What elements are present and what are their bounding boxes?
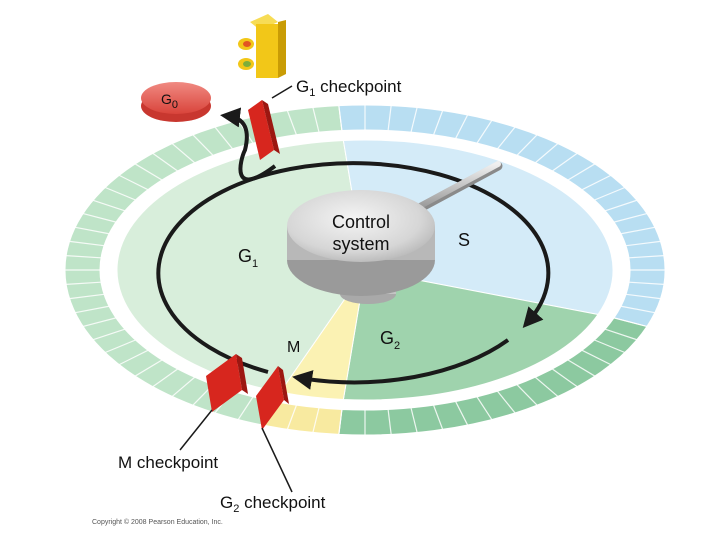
ring-tick <box>286 405 297 430</box>
ring-tick <box>620 305 655 314</box>
m-checkpoint-leader <box>179 409 213 451</box>
ring-tick <box>455 114 469 139</box>
ring-tick <box>581 349 612 366</box>
ring-tick <box>433 110 444 135</box>
ring-tick <box>534 376 559 397</box>
ring-tick <box>613 212 648 223</box>
ring-tick <box>92 328 126 341</box>
control-system-knob: Control system <box>287 190 435 304</box>
ring-tick <box>516 384 538 406</box>
g1-phase-label: G1 <box>238 246 258 270</box>
m-phase-label: M <box>287 339 300 356</box>
traffic-light-icon <box>238 14 286 78</box>
ring-tick <box>338 409 343 435</box>
ring-tick <box>134 163 163 181</box>
ring-tick <box>387 409 392 435</box>
g2-checkpoint-barrier <box>256 366 289 430</box>
ring-tick <box>75 305 110 314</box>
ring-tick <box>69 293 105 300</box>
ring-tick <box>410 407 418 433</box>
g2-checkpoint-leader <box>261 427 293 493</box>
ring-tick <box>625 293 661 300</box>
ring-tick <box>476 120 493 144</box>
ring-tick <box>152 368 178 388</box>
ring-tick <box>237 396 254 420</box>
control-system-label-line1: Control <box>332 212 390 232</box>
ring-segment-ticks <box>65 105 665 435</box>
g0-exit-arrow <box>220 107 277 182</box>
ring-tick <box>118 174 149 191</box>
ring-tick <box>82 212 117 223</box>
g2-checkpoint-label: G2 checkpoint <box>220 493 326 515</box>
ring-tick <box>534 143 559 164</box>
ring-tick <box>387 105 392 131</box>
ring-tick <box>594 339 626 354</box>
ring-tick <box>594 186 626 201</box>
ring-tick <box>581 174 612 191</box>
ring-tick <box>66 255 102 259</box>
ring-tick <box>118 349 149 366</box>
m-to-g1-arrow <box>292 338 510 390</box>
ring-tick <box>552 368 578 388</box>
ring-tick <box>338 105 343 131</box>
ring-tick <box>628 255 664 259</box>
ring-tick <box>92 199 126 212</box>
cell-cycle-arrow <box>156 161 551 374</box>
ring-tick <box>69 240 105 247</box>
ring-tick <box>455 401 469 426</box>
ring-tick <box>628 281 664 285</box>
ring-tick <box>66 281 102 285</box>
ring-tick <box>604 328 638 341</box>
ring-tick <box>104 186 136 201</box>
g1-checkpoint-leader <box>271 85 293 99</box>
control-system-label-line2: system <box>332 234 389 254</box>
ring-tick <box>476 396 493 420</box>
ring-tick <box>171 143 196 164</box>
ring-tick <box>567 359 596 377</box>
ring-tick <box>552 152 578 172</box>
ring-tick <box>171 376 196 397</box>
g1-checkpoint-barrier <box>248 100 280 160</box>
ring-tick <box>497 126 516 150</box>
phase-sector-g2 <box>342 269 599 401</box>
g2-phase-label: G2 <box>380 328 400 352</box>
ring-tick <box>312 407 320 433</box>
ring-tick <box>134 359 163 377</box>
ring-tick <box>567 163 596 181</box>
ring-tick <box>82 317 117 328</box>
ring-tick <box>104 339 136 354</box>
ring-tick <box>613 317 648 328</box>
ring-tick <box>192 134 214 156</box>
ring-tick <box>286 110 297 135</box>
ring-tick <box>620 226 655 235</box>
ring-tick <box>214 126 233 150</box>
ring-tick <box>75 226 110 235</box>
ring-tick <box>152 152 178 172</box>
m-checkpoint-label: M checkpoint <box>118 453 218 472</box>
ring-tick <box>433 405 444 430</box>
s-phase-label: S <box>458 230 470 250</box>
ring-tick <box>312 107 320 133</box>
g1-checkpoint-label: G1 checkpoint <box>296 77 402 99</box>
ring-tick <box>497 390 516 414</box>
m-checkpoint-barrier <box>206 354 248 412</box>
ring-tick <box>516 134 538 156</box>
copyright-notice: Copyright © 2008 Pearson Education, Inc. <box>92 518 223 526</box>
g0-disk: G0 <box>141 82 211 122</box>
ring-tick <box>410 107 418 133</box>
control-rod <box>415 161 503 213</box>
phase-sector-g1 <box>116 139 366 393</box>
g0-label: G0 <box>161 91 178 111</box>
ring-tick <box>604 199 638 212</box>
ring-tick <box>625 240 661 247</box>
cycle-outer-ring <box>64 104 666 436</box>
